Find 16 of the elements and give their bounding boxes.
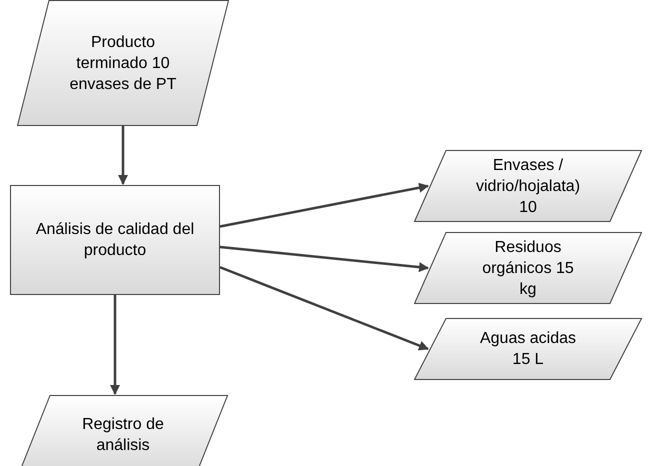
arrow: [220, 246, 429, 272]
arrow: [118, 126, 128, 185]
data-parallelogram: [414, 318, 642, 380]
node-text: Análisis de calidad del producto: [34, 220, 196, 261]
data-parallelogram: [414, 150, 642, 222]
data-parallelogram: [17, 0, 229, 126]
node-text: Envases / vidrio/hojalata) 10: [474, 156, 582, 218]
data-parallelogram: [414, 232, 642, 304]
node-text: Residuos orgánicos 15 kg: [481, 238, 575, 300]
arrow: [220, 266, 429, 350]
node-text: Aguas acidas 15 L: [478, 329, 578, 370]
node-text: Registro de análisis: [81, 415, 165, 456]
process-box: [10, 185, 220, 295]
arrow: [110, 295, 120, 395]
arrow: [220, 182, 429, 228]
node-text: Producto terminado 10 envases de PT: [68, 32, 178, 94]
